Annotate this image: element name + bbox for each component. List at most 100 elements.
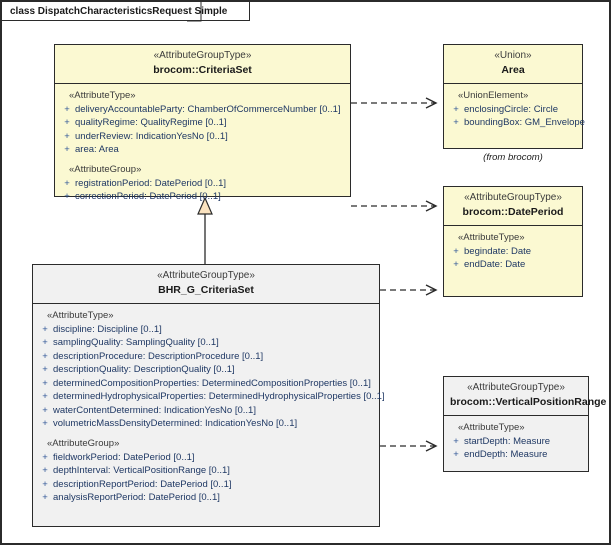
attribute-text: endDepth: Measure xyxy=(464,449,548,461)
attribute-row[interactable]: + area: Area xyxy=(59,143,346,157)
visibility-marker: + xyxy=(453,117,459,129)
diagram-frame-corner xyxy=(187,2,203,22)
attribute-group-label: «AttributeType» xyxy=(458,421,525,433)
attribute-row[interactable]: + qualityRegime: QualityRegime [0..1] xyxy=(59,116,346,130)
visibility-marker: + xyxy=(42,492,48,504)
visibility-marker: + xyxy=(64,177,70,189)
attribute-row[interactable]: + correctionPeriod: DatePeriod [0..1] xyxy=(59,190,346,204)
attribute-group-label: «AttributeType» xyxy=(47,309,114,321)
attribute-text: correctionPeriod: DatePeriod [0..1] xyxy=(75,191,221,203)
attribute-text: waterContentDetermined: IndicationYesNo … xyxy=(53,404,256,416)
attribute-text: samplingQuality: SamplingQuality [0..1] xyxy=(53,337,219,349)
class-name: brocom::CriteriaSet xyxy=(153,63,252,76)
visibility-marker: + xyxy=(64,130,70,142)
class-header-dateperiod: «AttributeGroupType» brocom::DatePeriod xyxy=(444,187,582,226)
visibility-marker: + xyxy=(42,451,48,463)
attribute-text: registrationPeriod: DatePeriod [0..1] xyxy=(75,177,227,189)
class-name: brocom::DatePeriod xyxy=(462,205,564,218)
attribute-text: descriptionQuality: DescriptionQuality [… xyxy=(53,364,235,376)
attribute-row[interactable]: + endDepth: Measure xyxy=(448,448,584,462)
class-header-area: «Union» Area xyxy=(444,45,582,84)
visibility-marker: + xyxy=(42,404,48,416)
attribute-text: fieldworkPeriod: DatePeriod [0..1] xyxy=(53,451,195,463)
class-stereotype: «AttributeGroupType» xyxy=(464,192,562,203)
attribute-text: underReview: IndicationYesNo [0..1] xyxy=(75,130,228,142)
visibility-marker: + xyxy=(64,144,70,156)
attribute-row[interactable]: + descriptionProcedure: DescriptionProce… xyxy=(37,350,375,364)
class-name: brocom::VerticalPositionRange xyxy=(450,395,607,408)
attribute-text: deliveryAccountableParty: ChamberOfComme… xyxy=(75,103,341,115)
class-body-dateperiod: «AttributeType» + begindate: Date + endD… xyxy=(444,226,582,278)
attribute-text: boundingBox: GM_Envelope xyxy=(464,117,585,129)
attribute-text: determinedCompositionProperties: Determi… xyxy=(53,377,371,389)
diagram-frame-label-text: class DispatchCharacteristicsRequest Sim… xyxy=(10,5,228,17)
attribute-text: enclosingCircle: Circle xyxy=(464,103,558,115)
class-box-criteriaset[interactable]: «AttributeGroupType» brocom::CriteriaSet… xyxy=(54,44,351,202)
attribute-group-label: «AttributeGroup» xyxy=(69,163,142,175)
attribute-text: descriptionProcedure: DescriptionProcedu… xyxy=(53,350,264,362)
attribute-text: analysisReportPeriod: DatePeriod [0..1] xyxy=(53,492,220,504)
class-header-verticalpositionrange: «AttributeGroupType» brocom::VerticalPos… xyxy=(444,377,607,416)
attribute-text: discipline: Discipline [0..1] xyxy=(53,323,162,335)
class-box-area[interactable]: «Union» Area «UnionElement» + enclosingC… xyxy=(443,44,585,149)
attribute-group-label: «AttributeType» xyxy=(458,231,525,243)
class-box-dateperiod[interactable]: «AttributeGroupType» brocom::DatePeriod … xyxy=(443,186,583,297)
attribute-text: begindate: Date xyxy=(464,245,532,257)
visibility-marker: + xyxy=(453,435,459,447)
attribute-row[interactable]: + boundingBox: GM_Envelope xyxy=(448,116,585,130)
attribute-row[interactable]: + underReview: IndicationYesNo [0..1] xyxy=(59,130,346,144)
attribute-group-label: «AttributeType» xyxy=(69,89,136,101)
attribute-row[interactable]: + fieldworkPeriod: DatePeriod [0..1] xyxy=(37,451,375,465)
class-body-criteriaset: «AttributeType» + deliveryAccountablePar… xyxy=(55,84,350,210)
class-body-verticalpositionrange: «AttributeType» + startDepth: Measure + … xyxy=(444,416,588,468)
class-box-bhr-g-criteriaset[interactable]: «AttributeGroupType» BHR_G_CriteriaSet «… xyxy=(32,264,385,527)
visibility-marker: + xyxy=(42,465,48,477)
attribute-row[interactable]: + begindate: Date xyxy=(448,245,578,259)
class-box-verticalpositionrange[interactable]: «AttributeGroupType» brocom::VerticalPos… xyxy=(443,376,607,472)
attribute-row[interactable]: + descriptionQuality: DescriptionQuality… xyxy=(37,363,375,377)
visibility-marker: + xyxy=(453,259,459,271)
package-origin-note-area: (from brocom) xyxy=(483,152,543,163)
attribute-row[interactable]: + startDepth: Measure xyxy=(448,435,584,449)
visibility-marker: + xyxy=(42,391,48,403)
visibility-marker: + xyxy=(42,350,48,362)
class-body-area: «UnionElement» + enclosingCircle: Circle… xyxy=(444,84,585,136)
attribute-row[interactable]: + waterContentDetermined: IndicationYesN… xyxy=(37,404,375,418)
attribute-text: determinedHydrophysicalProperties: Deter… xyxy=(53,391,385,403)
attribute-row[interactable]: + samplingQuality: SamplingQuality [0..1… xyxy=(37,336,375,350)
attribute-row[interactable]: + depthInterval: VerticalPositionRange [… xyxy=(37,464,375,478)
visibility-marker: + xyxy=(453,103,459,115)
attribute-text: area: Area xyxy=(75,144,119,156)
class-stereotype: «AttributeGroupType» xyxy=(467,382,565,393)
attribute-group-label: «AttributeGroup» xyxy=(47,437,120,449)
visibility-marker: + xyxy=(453,449,459,461)
attribute-text: startDepth: Measure xyxy=(464,435,551,447)
attribute-row[interactable]: + analysisReportPeriod: DatePeriod [0..1… xyxy=(37,491,375,505)
class-name: BHR_G_CriteriaSet xyxy=(158,283,254,296)
attribute-row[interactable]: + endDate: Date xyxy=(448,258,578,272)
visibility-marker: + xyxy=(64,117,70,129)
attribute-row[interactable]: + discipline: Discipline [0..1] xyxy=(37,323,375,337)
attribute-row[interactable]: + registrationPeriod: DatePeriod [0..1] xyxy=(59,177,346,191)
attribute-row[interactable]: + deliveryAccountableParty: ChamberOfCom… xyxy=(59,103,346,117)
visibility-marker: + xyxy=(42,478,48,490)
attribute-row[interactable]: + volumetricMassDensityDetermined: Indic… xyxy=(37,417,375,431)
attribute-text: qualityRegime: QualityRegime [0..1] xyxy=(75,117,227,129)
attribute-text: descriptionReportPeriod: DatePeriod [0..… xyxy=(53,478,232,490)
visibility-marker: + xyxy=(42,337,48,349)
attribute-row[interactable]: + determinedCompositionProperties: Deter… xyxy=(37,377,375,391)
class-header-bhr-g-criteriaset: «AttributeGroupType» BHR_G_CriteriaSet xyxy=(33,265,379,304)
visibility-marker: + xyxy=(42,377,48,389)
class-stereotype: «Union» xyxy=(494,50,532,61)
attribute-row[interactable]: + enclosingCircle: Circle xyxy=(448,103,578,117)
visibility-marker: + xyxy=(453,245,459,257)
attribute-text: depthInterval: VerticalPositionRange [0.… xyxy=(53,465,230,477)
visibility-marker: + xyxy=(64,103,70,115)
visibility-marker: + xyxy=(42,323,48,335)
class-body-bhr-g-criteriaset: «AttributeType» + discipline: Discipline… xyxy=(33,304,384,511)
attribute-row[interactable]: + determinedHydrophysicalProperties: Det… xyxy=(37,390,384,404)
attribute-row[interactable]: + descriptionReportPeriod: DatePeriod [0… xyxy=(37,478,375,492)
attribute-text: volumetricMassDensityDetermined: Indicat… xyxy=(53,418,298,430)
visibility-marker: + xyxy=(42,418,48,430)
